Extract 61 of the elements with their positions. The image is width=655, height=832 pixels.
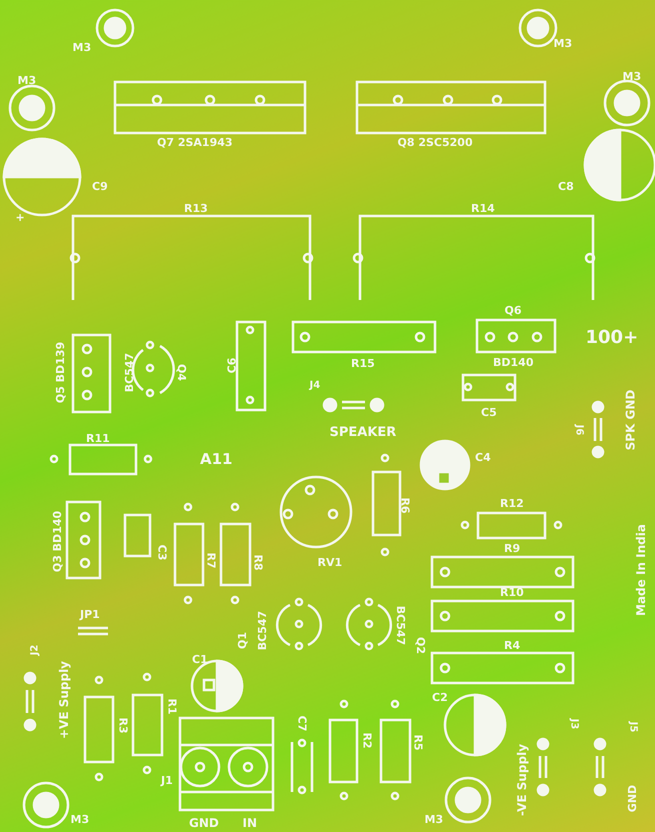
component-designator: R13 — [184, 202, 208, 214]
component-designator: R3 — [118, 716, 129, 734]
component-designator: M3 — [424, 814, 444, 824]
component-designator: C5 — [481, 406, 497, 418]
component-designator: R1 — [166, 698, 178, 714]
terminal-label: GND — [189, 817, 219, 829]
component-designator: JP1 — [80, 608, 100, 620]
connector-label: SPEAKER — [330, 426, 396, 438]
component-designator: R10 — [500, 586, 524, 598]
component-designator: M3 — [622, 70, 642, 82]
component-designator: R12 — [500, 498, 524, 508]
component-designator: C2 — [432, 692, 448, 702]
component-designator: + — [16, 212, 25, 222]
component-designator: C9 — [92, 180, 108, 192]
component-designator: C1 — [192, 654, 208, 664]
component-designator: R4 — [504, 640, 520, 650]
connector-label: -VE Supply — [516, 744, 528, 816]
component-designator: R7 — [206, 552, 217, 568]
component-designator: Q4 — [176, 364, 186, 380]
component-designator: J1 — [161, 774, 173, 786]
terminal-label: IN — [242, 817, 258, 829]
component-designator: J2 — [30, 644, 40, 656]
component-designator: R14 — [471, 202, 495, 214]
component-designator: M3 — [70, 814, 90, 824]
component-designator: J6 — [572, 424, 583, 436]
component-designator: Q6 — [504, 304, 522, 316]
connector-label: +VE Supply — [58, 660, 70, 740]
origin-note: Made In India — [634, 524, 647, 616]
board-marking: A11 — [200, 452, 232, 466]
component-designator: C8 — [558, 180, 574, 192]
component-designator: R5 — [412, 734, 424, 750]
component-designator: Q2 — [414, 636, 426, 654]
component-designator: M3 — [72, 42, 92, 52]
component-designator: Q5 BD139 — [54, 341, 66, 403]
component-designator: Q8 2SC5200 — [398, 136, 473, 148]
component-designator: Q7 2SA1943 — [157, 136, 233, 148]
component-designator: M3 — [18, 74, 36, 86]
component-designator: BD140 — [493, 356, 534, 368]
component-designator: J4 — [310, 381, 320, 391]
component-designator: BC547 — [256, 610, 268, 650]
component-designator: R11 — [86, 432, 110, 444]
component-designator: J3 — [568, 718, 578, 730]
component-designator: R6 — [400, 496, 411, 514]
connector-label: GND — [626, 784, 638, 812]
component-designator: R9 — [504, 542, 520, 554]
component-designator: C3 — [156, 544, 168, 560]
component-designator: J5 — [626, 722, 637, 732]
component-designator: BC547 — [394, 605, 406, 645]
component-designator: R2 — [362, 732, 373, 748]
component-designator: C6 — [226, 357, 238, 373]
component-designator: R15 — [351, 358, 375, 368]
component-designator: Q3 BD140 — [52, 510, 63, 572]
board-marking: 100+ — [586, 329, 638, 347]
connector-label: SPK GND — [624, 390, 636, 450]
component-designator: BC547 — [124, 352, 135, 392]
component-designator: C4 — [475, 452, 491, 462]
component-designator: C7 — [296, 715, 308, 731]
component-designator: RV1 — [318, 556, 342, 568]
component-designator: M3 — [554, 38, 572, 48]
component-designator: Q1 — [236, 632, 248, 648]
component-designator: R8 — [252, 554, 264, 570]
